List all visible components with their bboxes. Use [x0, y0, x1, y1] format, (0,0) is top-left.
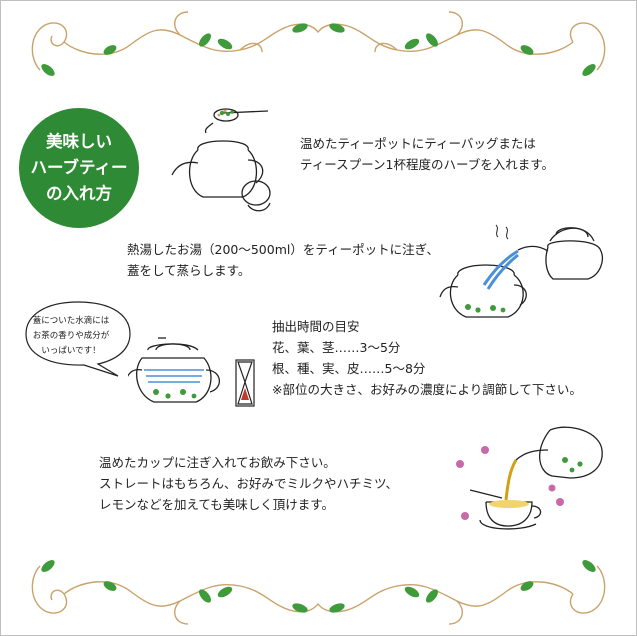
- steeping-teapot-illustration: [128, 337, 255, 407]
- badge-line-3: の入れ方: [46, 184, 112, 203]
- pouring-cup-illustration: [456, 426, 603, 530]
- bubble-line-1: 蓋についた水滴には: [32, 316, 110, 326]
- step2-text: 熱湯したお湯（200〜500ml）をティーポットに注ぎ、 蓋をして蒸らします。: [127, 239, 439, 281]
- step3-text: 抽出時間の目安 花、葉、茎……3〜5分 根、種、実、皮……5〜8分 ※部位の大き…: [272, 316, 582, 400]
- teapot-with-spoon-illustration: [171, 108, 271, 212]
- kettle-pouring-illustration: [439, 224, 603, 318]
- badge-line-1: 美味しい: [46, 132, 112, 151]
- step4-text: 温めたカップに注ぎ入れてお飲み下さい。 ストレートはもちろん、お好みでミルクやハ…: [99, 452, 398, 515]
- bubble-line-3: いっぱいです！: [41, 346, 101, 356]
- bubble-text: 蓋についた水滴には お茶の香りや成分が いっぱいです！: [30, 314, 112, 359]
- bubble-line-2: お茶の香りや成分が: [32, 331, 110, 341]
- title-badge: 美味しい ハーブティー の入れ方: [19, 108, 139, 228]
- step4-line-3: レモンなどを加えても美味しく頂けます。: [99, 497, 335, 512]
- step3-line-1: 抽出時間の目安: [272, 319, 360, 334]
- step3-line-4: ※部位の大きさ、お好みの濃度により調節して下さい。: [272, 382, 582, 397]
- step4-line-1: 温めたカップに注ぎ入れてお飲み下さい。: [99, 455, 336, 470]
- step1-line-2: ティースプーン1杯程度のハーブを入れます。: [300, 157, 554, 172]
- badge-line-2: ハーブティー: [30, 158, 128, 177]
- step2-line-2: 蓋をして蒸らします。: [127, 263, 251, 278]
- step1-text: 温めたティーポットにティーバッグまたは ティースプーン1杯程度のハーブを入れます…: [300, 133, 554, 175]
- speech-bubble: [25, 301, 131, 377]
- bottom-vine-border: [31, 560, 606, 625]
- top-vine-border: [31, 11, 606, 76]
- step3-line-2: 花、葉、茎……3〜5分: [272, 340, 401, 355]
- step3-line-3: 根、種、実、皮……5〜8分: [272, 361, 426, 376]
- step2-line-1: 熱湯したお湯（200〜500ml）をティーポットに注ぎ、: [127, 242, 439, 257]
- step1-line-1: 温めたティーポットにティーバッグまたは: [300, 136, 536, 151]
- step4-line-2: ストレートはもちろん、お好みでミルクやハチミツ、: [99, 476, 399, 491]
